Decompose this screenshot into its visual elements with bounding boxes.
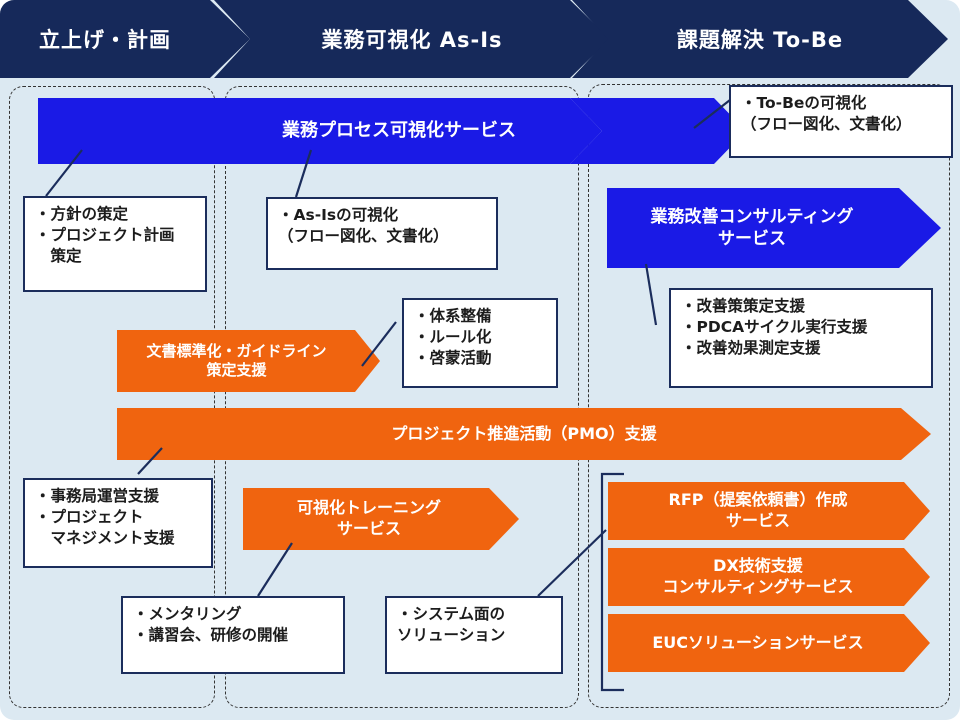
phase-header-asis: 業務可視化 As-Is: [214, 0, 610, 78]
phase-header-tobe: 課題解決 To-Be: [572, 0, 948, 78]
document-standardization-label: 文書標準化・ガイドライン 策定支援: [146, 341, 327, 380]
pmo-support-label: プロジェクト推進活動（PMO）支援: [391, 423, 657, 443]
phase-header-planning: 立上げ・計画: [0, 0, 250, 78]
phase-column-planning: [9, 86, 215, 708]
phase-column-tobe: [588, 84, 950, 708]
note-tobe-visualization: ・To-Beの可視化 （フロー図化、文書化）: [729, 85, 953, 158]
note-policy: ・方針の策定 ・プロジェクト計画 策定: [23, 196, 207, 292]
note-mentoring: ・メンタリング ・講習会、研修の開催: [121, 596, 345, 674]
pmo-support-arrow: プロジェクト推進活動（PMO）支援: [117, 408, 931, 460]
phase-header-planning-label: 立上げ・計画: [39, 28, 171, 52]
rfp-creation-label: RFP（提案依頼書）作成 サービス: [668, 490, 848, 530]
note-improvement: ・改善策策定支援 ・PDCAサイクル実行支援 ・改善効果測定支援: [669, 288, 933, 388]
process-visualization-chevron-2: 業務プロセス可視化サービス: [196, 98, 602, 164]
euc-solution-arrow: EUCソリューションサービス: [608, 614, 930, 672]
visualization-training-label: 可視化トレーニング サービス: [296, 498, 441, 538]
euc-solution-label: EUCソリューションサービス: [652, 632, 864, 652]
phase-column-asis: [225, 86, 579, 708]
visualization-training-arrow: 可視化トレーニング サービス: [243, 488, 519, 550]
dx-support-arrow: DX技術支援 コンサルティングサービス: [608, 548, 930, 606]
improvement-consulting-arrow: 業務改善コンサルティング サービス: [607, 188, 941, 268]
note-standardization: ・体系整備 ・ルール化 ・啓蒙活動: [402, 298, 558, 388]
document-standardization-arrow: 文書標準化・ガイドライン 策定支援: [117, 330, 380, 392]
note-asis-visualization: ・As-Isの可視化 （フロー図化、文書化）: [266, 197, 498, 270]
note-system: ・システム面の ソリューション: [385, 596, 563, 674]
note-secretariat: ・事務局運営支援 ・プロジェクト マネジメント支援: [23, 478, 213, 568]
phase-header-tobe-label: 課題解決 To-Be: [676, 28, 844, 52]
improvement-consulting-label: 業務改善コンサルティング サービス: [650, 206, 854, 249]
phase-header-asis-label: 業務可視化 As-Is: [321, 28, 503, 52]
dx-support-label: DX技術支援 コンサルティングサービス: [662, 556, 854, 596]
process-visualization-label: 業務プロセス可視化サービス: [282, 120, 516, 142]
rfp-creation-arrow: RFP（提案依頼書）作成 サービス: [608, 482, 930, 540]
